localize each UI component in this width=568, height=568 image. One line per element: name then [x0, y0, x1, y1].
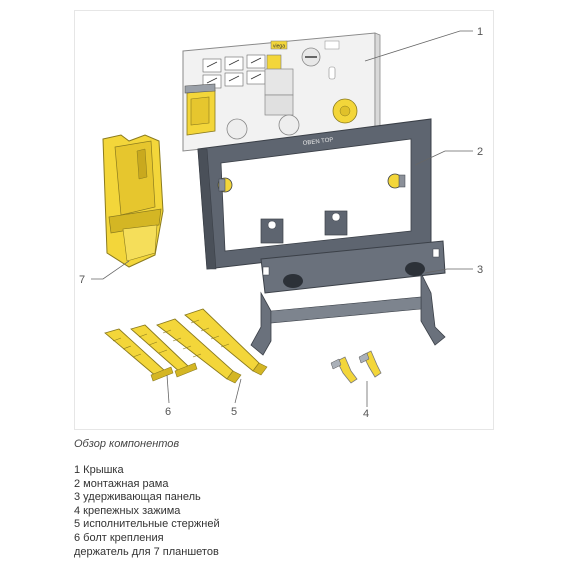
- legend-item: 3 удерживающая панель: [74, 491, 201, 504]
- frame-top-label: OBEN TOP: [303, 137, 334, 147]
- legend-item: 4 крепежных зажима: [74, 504, 181, 517]
- callout-4: 4: [363, 408, 369, 420]
- component-diagram: viega OBEN TOP: [74, 10, 494, 430]
- component-legend: 1 Крышка 2 монтажная рама 3 удерживающая…: [74, 464, 220, 559]
- frame-clamp-left: [217, 177, 233, 193]
- legend-item: 1 Крышка: [74, 464, 124, 476]
- figure-caption: Обзор компонентов: [74, 438, 180, 450]
- frame-clamp-right: [387, 173, 406, 189]
- callout-7: 7: [79, 274, 85, 286]
- callout-5: 5: [231, 406, 237, 418]
- legend-item: 2 монтажная рама: [74, 477, 169, 490]
- callout-2: 2: [477, 146, 483, 158]
- fixing-clamps-part: [330, 350, 382, 384]
- actuator-rods-part: [156, 308, 268, 384]
- cover-part: viega: [182, 32, 381, 152]
- cover-brand-label: viega: [273, 44, 285, 50]
- callout-1: 1: [477, 26, 483, 38]
- tablet-holder-part: [102, 134, 164, 268]
- callout-3: 3: [477, 264, 483, 276]
- leader-lines: [91, 30, 473, 407]
- callout-6: 6: [165, 406, 171, 418]
- legend-item: 6 болт крепления: [74, 531, 164, 544]
- fixing-bolts-part: [104, 324, 198, 382]
- mounting-frame-part: OBEN TOP: [197, 118, 432, 270]
- legend-item: держатель для 7 планшетов: [74, 545, 219, 558]
- retaining-panel-part: [250, 240, 446, 356]
- legend-item: 5 исполнительные стержней: [74, 518, 220, 531]
